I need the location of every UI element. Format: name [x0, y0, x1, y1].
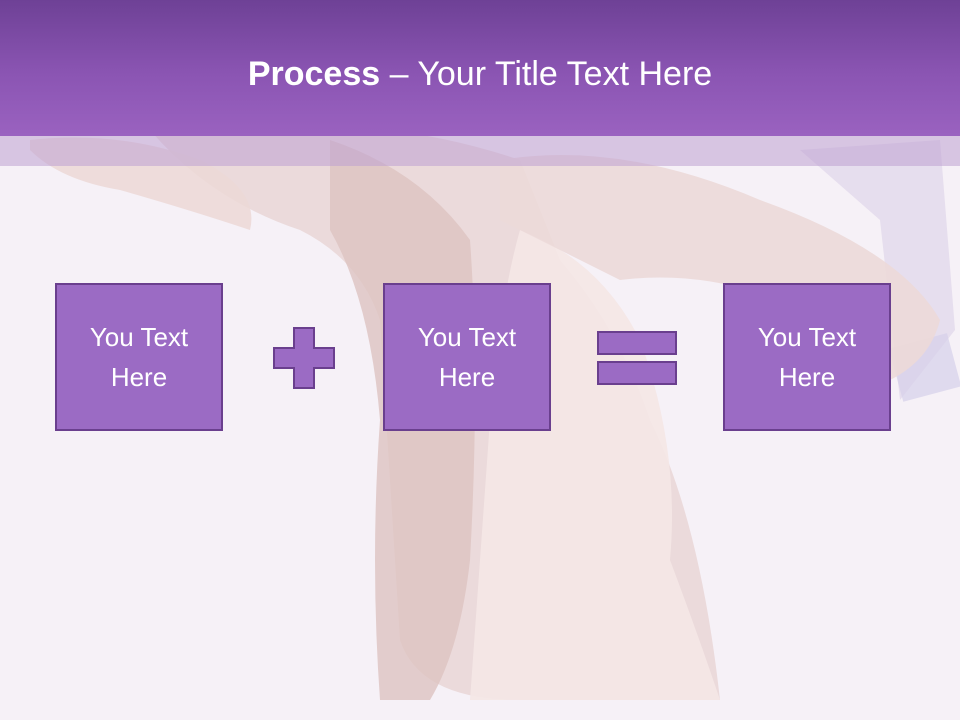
plus-icon [273, 327, 335, 389]
process-box-2[interactable]: You Text Here [383, 283, 551, 431]
title-rest: Your Title Text Here [417, 55, 713, 93]
title-separator: – [380, 55, 418, 93]
process-box-label: You Text Here [417, 322, 517, 392]
title-underline-strip [0, 136, 960, 166]
process-box-label: You Text Here [89, 322, 189, 392]
process-box-label: You Text Here [757, 322, 857, 392]
equals-icon [597, 331, 677, 385]
process-box-3[interactable]: You Text Here [723, 283, 891, 431]
title-bar [0, 0, 960, 136]
process-box-1[interactable]: You Text Here [55, 283, 223, 431]
title-bold: Process [247, 55, 381, 93]
slide-title[interactable]: Process – Your Title Text Here [0, 52, 960, 96]
